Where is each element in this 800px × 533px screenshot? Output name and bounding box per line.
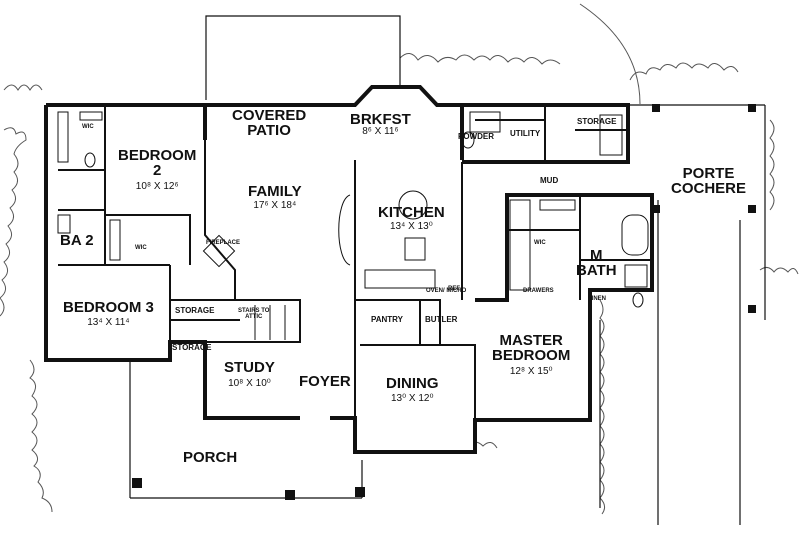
oven-micro-label: OVEN/ MICRO bbox=[426, 288, 467, 294]
covered-patio-line1: COVERED bbox=[232, 107, 307, 124]
brkfst-dimensions: 8⁶ X 11⁶ bbox=[362, 126, 399, 137]
stairs-line2: ATTIC bbox=[245, 314, 263, 320]
wic-master-label: WIC bbox=[534, 240, 546, 246]
foyer-label: FOYER bbox=[299, 373, 351, 390]
m-bath-label: M BATH bbox=[576, 248, 617, 278]
wic-ba2-label: WIC bbox=[135, 245, 147, 251]
porte-cochere-line1: PORTE bbox=[682, 165, 735, 182]
m-bath-line1: M bbox=[590, 247, 603, 264]
pantry-label: PANTRY bbox=[371, 315, 403, 324]
family-room-label: FAMILY 17⁶ X 18⁴ bbox=[248, 184, 302, 211]
linen-label: LINEN bbox=[588, 296, 606, 302]
brkfst-name: BRKFST bbox=[350, 111, 411, 128]
study-label: STUDY 10⁸ X 10⁰ bbox=[224, 360, 275, 389]
family-name: FAMILY bbox=[248, 183, 302, 200]
stairs-line1: STAIRS TO bbox=[238, 308, 270, 314]
bedroom2-label: BEDROOM 2 10⁸ X 12⁶ bbox=[118, 148, 196, 192]
study-name: STUDY bbox=[224, 359, 275, 376]
dining-dimensions: 13⁰ X 12⁰ bbox=[391, 393, 434, 404]
covered-patio-line2: PATIO bbox=[247, 122, 291, 139]
ref-label: REF bbox=[448, 286, 460, 292]
bedroom2-number: 2 bbox=[153, 162, 162, 179]
interior-walls bbox=[58, 105, 652, 420]
dining-label: DINING 13⁰ X 12⁰ bbox=[386, 376, 439, 404]
porte-cochere-label: PORTE COCHERE bbox=[671, 166, 746, 196]
fixtures bbox=[57, 111, 649, 340]
ba2-label: BA 2 bbox=[60, 232, 94, 249]
porte-cochere-line2: COCHERE bbox=[671, 180, 747, 197]
stairs-to-attic-label: STAIRS TO ATTIC bbox=[238, 308, 269, 320]
storage-top-label: STORAGE bbox=[577, 117, 617, 126]
bedroom3-dimensions: 13⁴ X 11⁴ bbox=[87, 317, 130, 328]
dresser-label: DRAWERS bbox=[523, 288, 554, 294]
columns bbox=[132, 104, 756, 500]
fireplace-label: FIREPLACE bbox=[206, 240, 241, 246]
master-bedroom-line2: BEDROOM bbox=[492, 347, 571, 364]
storage-lower-label: STORAGE bbox=[172, 343, 212, 352]
powder-label: POWDER bbox=[458, 132, 494, 141]
study-dimensions: 10⁸ X 10⁰ bbox=[228, 378, 271, 389]
covered-patio-label: COVERED PATIO bbox=[232, 108, 306, 138]
site-lines bbox=[129, 15, 766, 525]
master-bedroom-label: MASTER BEDROOM 12⁸ X 15⁰ bbox=[492, 333, 570, 377]
family-dimensions: 17⁶ X 18⁴ bbox=[253, 200, 297, 211]
exterior-walls bbox=[44, 85, 654, 454]
master-bedroom-dimensions: 12⁸ X 15⁰ bbox=[509, 366, 553, 377]
dining-name: DINING bbox=[386, 375, 439, 392]
m-bath-line2: BATH bbox=[576, 262, 617, 279]
bedroom3-name: BEDROOM 3 bbox=[63, 299, 154, 316]
porch-label: PORCH bbox=[183, 449, 238, 466]
kitchen-label: KITCHEN 13⁴ X 13⁰ bbox=[378, 205, 445, 232]
wic-bedroom2-label: WIC bbox=[82, 124, 94, 130]
bedroom2-dimensions: 10⁸ X 12⁶ bbox=[135, 181, 179, 192]
storage-left-label: STORAGE bbox=[175, 306, 215, 315]
utility-label: UTILITY bbox=[510, 129, 541, 138]
mud-label: MUD bbox=[540, 176, 559, 185]
brkfst-room-label: BRKFST 8⁶ X 11⁶ bbox=[350, 112, 411, 137]
master-bedroom-line1: MASTER bbox=[499, 332, 563, 349]
kitchen-name: KITCHEN bbox=[378, 204, 445, 221]
butler-label: BUTLER bbox=[425, 315, 458, 324]
bedroom2-name: BEDROOM bbox=[118, 147, 197, 164]
bedroom3-label: BEDROOM 3 13⁴ X 11⁴ bbox=[63, 300, 154, 328]
kitchen-dimensions: 13⁴ X 13⁰ bbox=[389, 221, 433, 232]
